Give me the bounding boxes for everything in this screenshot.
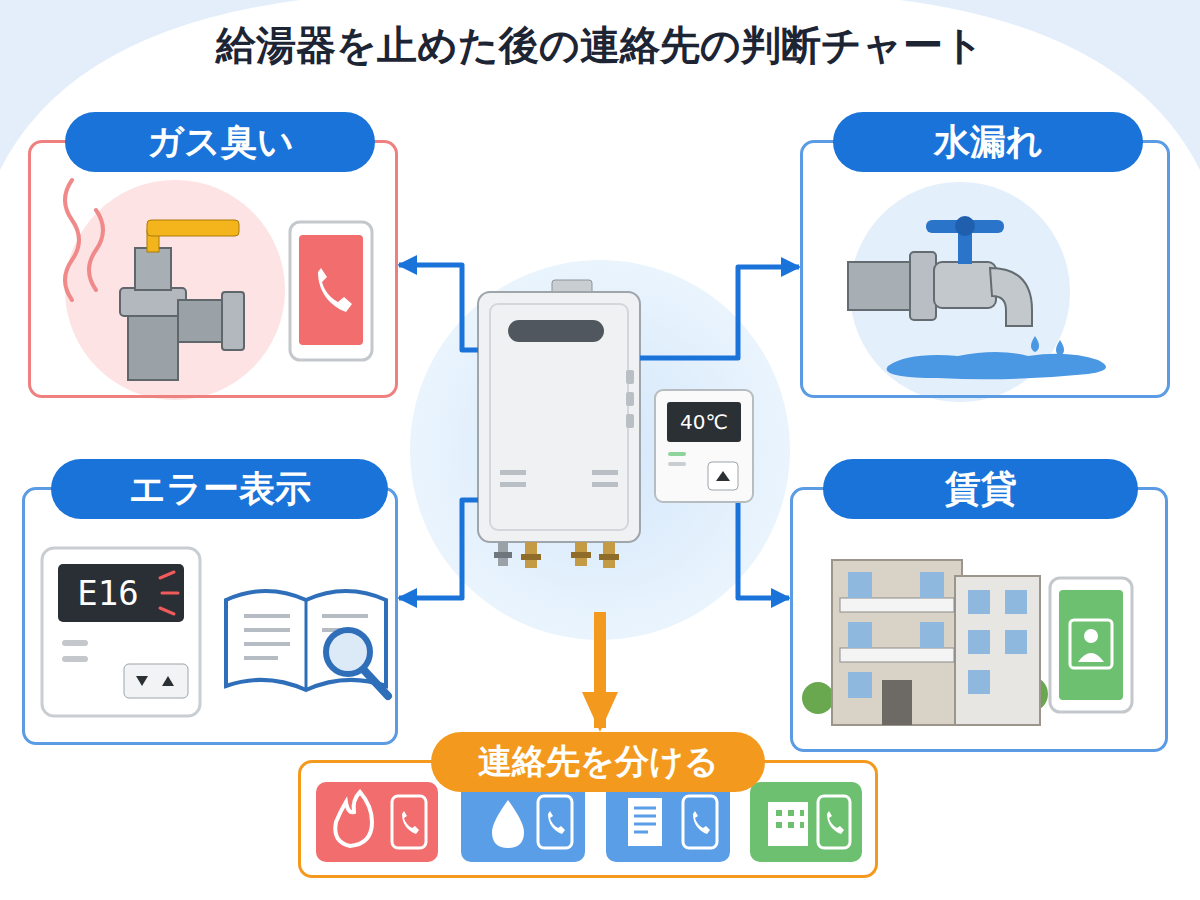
- center-circle: 40℃: [410, 258, 790, 642]
- heading-text: 連絡先を分ける: [478, 739, 719, 785]
- heading-tab: ガス臭い: [65, 112, 375, 172]
- category-panel: ガス臭い: [28, 140, 398, 398]
- flow-arrow: [594, 612, 606, 728]
- heading-text: ガス臭い: [147, 118, 294, 167]
- category-panel: 水漏れ: [800, 140, 1170, 398]
- heading-tab: 賃貸: [823, 459, 1138, 519]
- category-panel: エラー表示: [22, 487, 398, 745]
- branch-arrow: [399, 265, 478, 350]
- branch-arrow: [738, 503, 789, 598]
- category-panel: 賃貸: [790, 487, 1168, 752]
- heading-tab: 連絡先を分ける: [431, 732, 765, 792]
- heading-text: 水漏れ: [934, 118, 1043, 167]
- branch-arrow: [399, 500, 478, 598]
- heading-text: エラー表示: [129, 465, 311, 514]
- category-panel: 連絡先を分ける: [298, 760, 878, 878]
- heading-text: 賃貸: [945, 465, 1017, 514]
- display-code: E16: [58, 564, 158, 622]
- heading-tab: エラー表示: [51, 459, 388, 519]
- branch-arrow: [640, 267, 799, 358]
- display-text: 40℃: [667, 402, 741, 442]
- heading-tab: 水漏れ: [833, 112, 1143, 172]
- chart-title: 給湯器を止めた後の連絡先の判断チャート: [0, 18, 1200, 73]
